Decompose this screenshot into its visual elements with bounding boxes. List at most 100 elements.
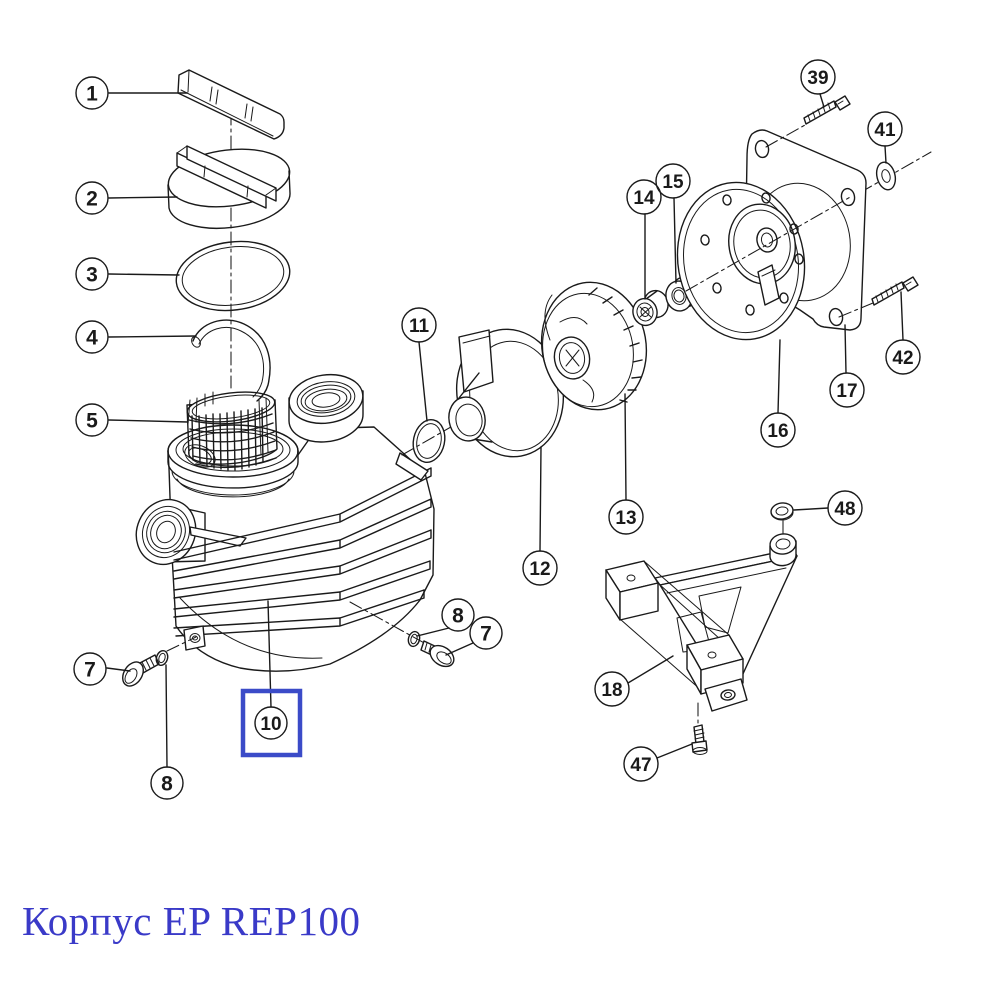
washer-41 bbox=[875, 161, 897, 191]
callout-number: 4 bbox=[86, 327, 98, 350]
leader-line bbox=[624, 393, 627, 501]
callout-4[interactable]: 4 bbox=[75, 320, 197, 354]
leader-line bbox=[106, 667, 131, 672]
callout-42[interactable]: 42 bbox=[885, 291, 921, 375]
callout-12[interactable]: 12 bbox=[522, 446, 558, 586]
callout-number: 14 bbox=[633, 188, 655, 209]
inlet-fin bbox=[189, 526, 247, 547]
callout-number: 8 bbox=[161, 773, 173, 796]
highlight-box bbox=[240, 688, 303, 758]
callout-circle bbox=[75, 181, 109, 215]
callout-number: 42 bbox=[892, 348, 913, 369]
leader-line bbox=[777, 339, 781, 414]
plug-o-ring-right bbox=[407, 630, 421, 648]
callout-14[interactable]: 14 bbox=[626, 179, 662, 300]
callout-10[interactable]: 10 bbox=[240, 600, 303, 758]
housing-top-fin bbox=[395, 452, 429, 481]
callout-1[interactable]: 1 bbox=[75, 76, 188, 110]
callout-circle bbox=[594, 671, 630, 707]
callout-number: 16 bbox=[767, 421, 788, 442]
callout-number: 41 bbox=[874, 120, 896, 141]
plug-o-ring-right-inner bbox=[410, 633, 418, 645]
leader-line bbox=[108, 196, 178, 199]
lid-cap bbox=[167, 145, 291, 230]
callout-circle bbox=[626, 179, 662, 215]
callout-17[interactable]: 17 bbox=[829, 324, 865, 408]
drain-plug-right bbox=[420, 640, 455, 668]
callout-circle bbox=[623, 746, 659, 782]
lid-o-ring bbox=[175, 240, 291, 312]
screw-39 bbox=[803, 95, 851, 125]
callout-number: 39 bbox=[807, 68, 828, 89]
leader-line bbox=[884, 145, 887, 164]
discharge-port bbox=[288, 373, 364, 443]
leader-line bbox=[673, 197, 677, 284]
callout-3[interactable]: 3 bbox=[75, 257, 180, 291]
callout-number: 7 bbox=[84, 659, 96, 682]
callout-8[interactable]: 8 bbox=[150, 664, 184, 800]
callout-circle bbox=[655, 163, 691, 199]
callout-number: 17 bbox=[836, 381, 857, 402]
diffuser bbox=[448, 328, 565, 458]
callout-15[interactable]: 15 bbox=[655, 163, 691, 284]
callout-16[interactable]: 16 bbox=[760, 339, 796, 448]
impeller bbox=[540, 281, 648, 411]
leader-line bbox=[627, 655, 674, 684]
callout-47[interactable]: 47 bbox=[623, 743, 693, 782]
callout-8[interactable]: 8 bbox=[416, 598, 475, 637]
callout-7[interactable]: 7 bbox=[445, 616, 503, 656]
leader-line bbox=[165, 664, 168, 768]
leader-line bbox=[844, 324, 847, 374]
pump-housing bbox=[135, 373, 435, 672]
washer-48 bbox=[770, 502, 794, 521]
callout-number: 5 bbox=[86, 410, 98, 433]
strainer-basket bbox=[186, 391, 278, 471]
leader-line bbox=[108, 273, 180, 276]
callout-2[interactable]: 2 bbox=[75, 181, 178, 215]
callout-circle bbox=[75, 76, 109, 110]
callout-13[interactable]: 13 bbox=[608, 393, 644, 535]
callout-circle bbox=[885, 339, 921, 375]
callout-39[interactable]: 39 bbox=[800, 59, 836, 108]
callout-circle bbox=[75, 320, 109, 354]
leader-line bbox=[819, 93, 825, 108]
leader-line bbox=[656, 743, 693, 759]
callout-41[interactable]: 41 bbox=[867, 111, 903, 164]
callout-circle bbox=[401, 307, 437, 343]
callout-circle bbox=[150, 766, 184, 800]
impeller-vane-tips bbox=[588, 287, 643, 403]
callout-circle bbox=[800, 59, 836, 95]
callout-7[interactable]: 7 bbox=[73, 652, 131, 686]
housing-bowl-line bbox=[179, 597, 323, 659]
callout-number: 7 bbox=[480, 623, 492, 646]
callout-circle bbox=[73, 652, 107, 686]
callout-number: 47 bbox=[630, 755, 651, 776]
housing-fins bbox=[173, 467, 432, 637]
callout-circle bbox=[760, 412, 796, 448]
mechanical-seal bbox=[632, 289, 669, 327]
callout-circle bbox=[75, 257, 109, 291]
callout-18[interactable]: 18 bbox=[594, 655, 674, 707]
leader-line bbox=[793, 507, 829, 511]
callout-number: 8 bbox=[452, 605, 464, 628]
callout-number: 13 bbox=[615, 508, 636, 529]
callout-circle bbox=[441, 598, 475, 632]
retaining-clip bbox=[191, 319, 271, 402]
leader-line bbox=[418, 341, 428, 422]
plug-o-ring-left bbox=[155, 649, 169, 667]
screw-39-axis bbox=[765, 124, 806, 148]
callout-number: 1 bbox=[86, 83, 98, 106]
leader-line bbox=[539, 446, 542, 552]
callout-number: 3 bbox=[86, 264, 98, 287]
callout-circle bbox=[522, 550, 558, 586]
callout-11[interactable]: 11 bbox=[401, 307, 437, 422]
callout-circle bbox=[829, 372, 865, 408]
callout-48[interactable]: 48 bbox=[793, 490, 863, 526]
callout-5[interactable]: 5 bbox=[75, 403, 189, 437]
callout-number: 11 bbox=[409, 316, 430, 337]
page-title: Корпус EP REP100 bbox=[22, 898, 361, 944]
screw-42 bbox=[871, 276, 919, 306]
